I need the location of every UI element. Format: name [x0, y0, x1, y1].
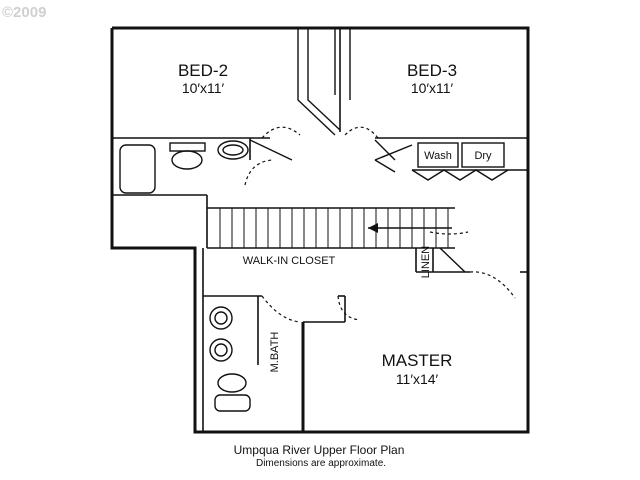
stairs [219, 208, 452, 248]
washer-label: Wash [424, 150, 452, 162]
master-sink-2-icon [209, 338, 233, 362]
master-tub-icon [214, 394, 251, 412]
watermark: ©2009 [2, 4, 46, 21]
linen-label: LINEN [420, 246, 432, 278]
caption-title: Umpqua River Upper Floor Plan [234, 443, 405, 457]
sink-icon [217, 140, 249, 160]
room-bed-2-size: 10′x11′ [182, 80, 225, 96]
door-leaves [249, 139, 466, 273]
room-master-name: MASTER [382, 351, 453, 370]
master-bath-fixtures [209, 306, 251, 412]
room-bed-3-name: BED-3 [407, 61, 457, 80]
master-toilet-icon [217, 373, 247, 393]
room-bed-3-size: 10′x11′ [411, 80, 454, 96]
interior-walls [112, 28, 528, 432]
room-bed-2-name: BED-2 [178, 61, 228, 80]
bathtub-icon [119, 144, 156, 194]
caption-note: Dimensions are approximate. [256, 458, 386, 469]
stair-arrow-icon [368, 223, 378, 233]
bedroom-closets [297, 28, 351, 136]
toilet-icon [171, 150, 203, 170]
master-bath-label: M.BATH [269, 332, 281, 373]
laundry [411, 142, 509, 181]
dryer-label: Dry [474, 150, 492, 162]
outer-walls [110, 26, 530, 434]
door-swings [244, 126, 516, 323]
master-sink-1-icon [209, 306, 233, 330]
walk-in-closet-label: WALK-IN CLOSET [243, 255, 336, 267]
hall-bath-fixtures [119, 140, 249, 194]
room-master-size: 11′x14′ [396, 371, 439, 387]
